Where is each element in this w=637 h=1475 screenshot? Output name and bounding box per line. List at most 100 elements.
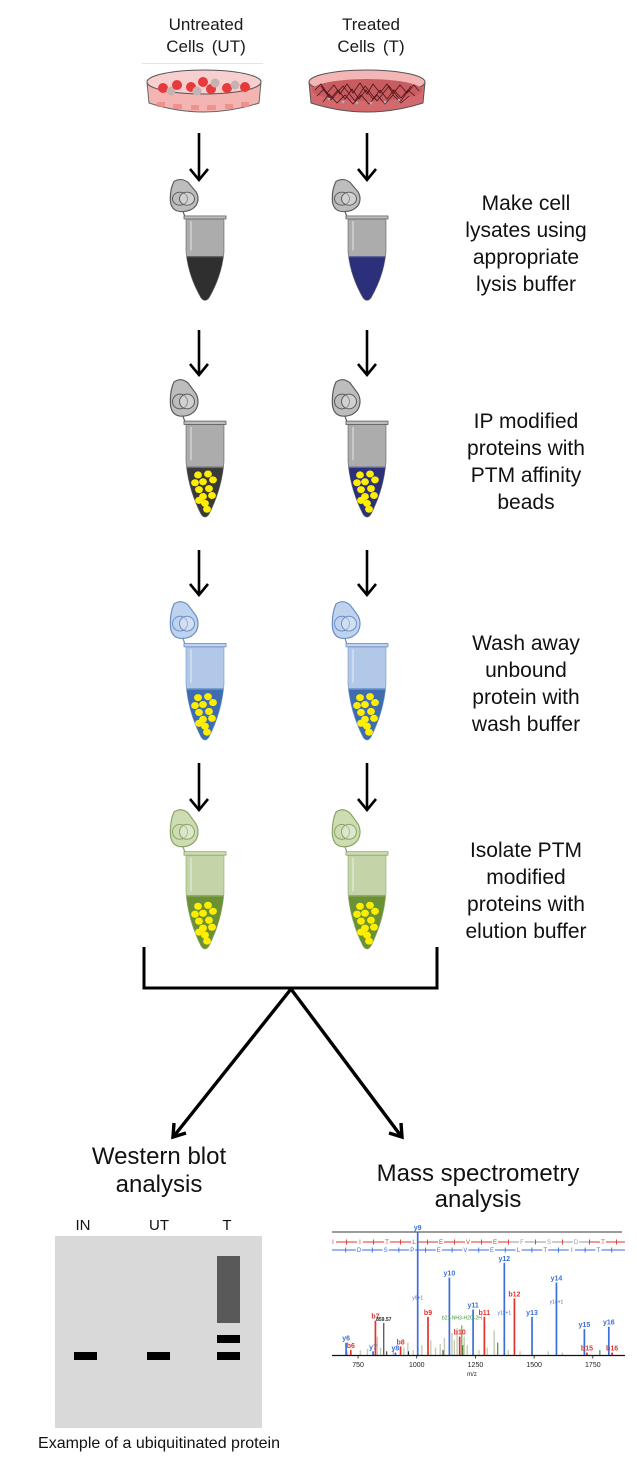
affinity-bead xyxy=(363,722,371,730)
microcentrifuge-tube-icon xyxy=(331,809,389,950)
sequence-residue: D xyxy=(574,1240,579,1246)
petri-dish-treated-icon xyxy=(308,69,426,113)
sequence-residue: D xyxy=(357,1248,362,1254)
tube-treated-step-3 xyxy=(331,600,391,743)
microcentrifuge-tube-icon xyxy=(331,379,389,518)
peak-annotation: y14+1 xyxy=(550,1299,564,1305)
residue-backdrop xyxy=(492,1239,498,1245)
tube-cap xyxy=(331,379,361,417)
affinity-bead xyxy=(208,923,216,931)
affinity-bead xyxy=(366,901,374,909)
header-divider xyxy=(142,63,263,64)
affinity-bead xyxy=(209,907,217,915)
affinity-bead xyxy=(209,699,217,707)
liquid-surface xyxy=(348,688,386,690)
x-tick-label: 1750 xyxy=(585,1362,601,1369)
sequence-residue: E xyxy=(490,1248,494,1254)
step-label-line: IP modified xyxy=(473,410,579,433)
microcentrifuge-tube-icon xyxy=(331,178,389,301)
x-tick-label: 750 xyxy=(352,1362,364,1369)
liquid-surface xyxy=(186,466,224,469)
tube-cap-ring xyxy=(334,393,350,410)
sequence-residue: T xyxy=(385,1240,389,1246)
tube-untreated-step-2 xyxy=(169,378,229,520)
residue-backdrop xyxy=(462,1247,469,1253)
affinity-bead xyxy=(365,728,373,736)
liquid-surface xyxy=(186,688,224,690)
affinity-bead xyxy=(361,478,369,486)
tube-cap xyxy=(169,379,199,417)
microcentrifuge-tube-icon xyxy=(169,178,227,301)
tube-treated-step-2 xyxy=(331,378,391,520)
tube-rim xyxy=(183,420,227,425)
residue-backdrop xyxy=(357,1239,363,1245)
tube-cap-ring xyxy=(172,393,188,410)
blot-band xyxy=(74,1352,97,1360)
residue-backdrop xyxy=(519,1239,525,1245)
step-3-label: Wash away unbound protein with wash buff… xyxy=(472,630,580,738)
tube-cap-ring xyxy=(179,393,195,410)
affinity-bead xyxy=(371,699,379,707)
sequence-residue: E xyxy=(437,1248,441,1254)
down-arrow-icon xyxy=(356,550,378,598)
step-label-line: proteins with xyxy=(467,437,585,460)
affinity-bead xyxy=(208,714,216,722)
affinity-bead xyxy=(357,917,365,925)
peak-annotation: y9+1 xyxy=(412,1296,423,1302)
affinity-bead xyxy=(363,499,371,507)
affinity-bead xyxy=(201,931,209,939)
step-label-line: unbound xyxy=(485,659,567,682)
peak-label: 859.57 xyxy=(376,1317,392,1323)
affinity-bead xyxy=(356,902,364,910)
condition-title-treated: Treated Cells (T) xyxy=(337,14,404,58)
sequence-residue: I xyxy=(332,1240,334,1246)
affinity-bead xyxy=(367,485,375,493)
tube-outline xyxy=(185,424,225,518)
sequence-residue: E xyxy=(439,1240,443,1246)
affinity-bead xyxy=(195,496,203,504)
tube-cap-ring xyxy=(172,615,188,632)
treated-cell-mesh xyxy=(314,82,420,105)
peak-label: y12 xyxy=(498,1256,510,1263)
step-label-line: lysates using xyxy=(465,219,587,242)
affinity-bead xyxy=(366,470,374,478)
peak-label: b7 xyxy=(371,1314,379,1321)
affinity-bead xyxy=(361,909,369,917)
tube-rim xyxy=(345,642,389,648)
affinity-bead xyxy=(370,714,378,722)
affinity-bead xyxy=(204,693,212,701)
mass-spec-title: Mass spectrometry analysis xyxy=(377,1161,580,1213)
residue-backdrop xyxy=(332,1239,336,1245)
sequence-residue: V xyxy=(463,1248,467,1254)
affinity-bead xyxy=(201,499,209,507)
affinity-bead xyxy=(371,476,379,484)
down-arrow-icon xyxy=(188,550,210,598)
peak-label: y7 xyxy=(369,1344,377,1351)
step-label-line: Isolate PTM xyxy=(469,839,583,862)
affinity-bead xyxy=(204,901,212,909)
tube-cap xyxy=(169,178,199,213)
dish-bottom-cells xyxy=(157,102,249,110)
title-line: Mass spectrometry xyxy=(376,1160,580,1187)
residue-backdrop xyxy=(356,1247,362,1253)
step-label-line: protein with xyxy=(472,686,580,709)
tube-cap-ring xyxy=(334,191,350,206)
affinity-bead xyxy=(194,902,202,910)
branch-arrow-western-icon xyxy=(171,987,293,1140)
tube-outline xyxy=(347,646,387,741)
affinity-bead xyxy=(356,471,364,479)
step-label-line: Wash away xyxy=(472,632,580,655)
down-arrow-icon xyxy=(356,763,378,813)
tube-cap xyxy=(169,809,199,848)
condition-title-untreated: Untreated Cells (UT) xyxy=(166,14,246,58)
microcentrifuge-tube-icon xyxy=(331,601,389,741)
liquid-surface xyxy=(348,255,386,258)
step-2-label: IP modified proteins with PTM affinity b… xyxy=(467,408,585,516)
residue-backdrop xyxy=(384,1239,390,1245)
tube-cap xyxy=(169,601,199,640)
down-arrow-icon xyxy=(188,133,210,183)
cell-layer xyxy=(312,79,422,101)
microcentrifuge-tube-icon xyxy=(169,809,227,950)
untreated-cells xyxy=(158,77,250,96)
blot-band xyxy=(217,1352,240,1360)
